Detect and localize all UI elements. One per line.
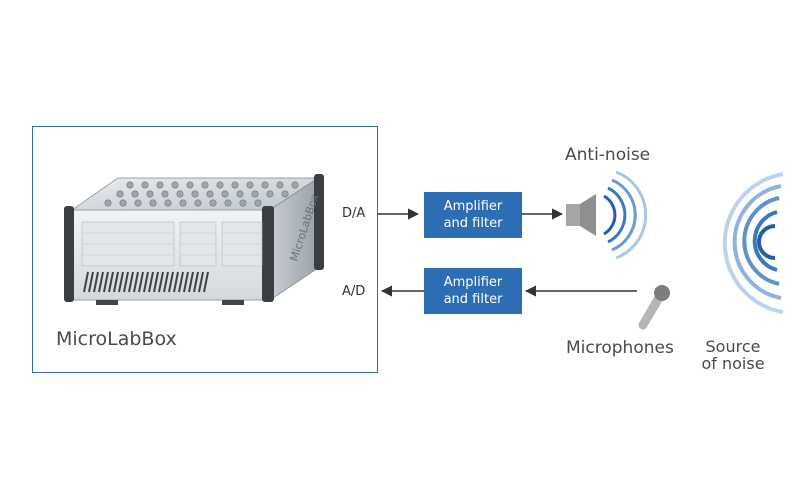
anti-noise-label: Anti-noise	[565, 145, 651, 165]
microlabbox-frame	[32, 126, 378, 373]
block-line-1: Amplifier	[443, 199, 503, 214]
anti-noise-waves-icon	[603, 170, 648, 260]
source-of-noise-label: Source of noise	[688, 338, 778, 372]
microphones-label: Microphones	[566, 338, 674, 358]
block-line-2: and filter	[443, 292, 503, 307]
source-label-line-2: of noise	[701, 354, 765, 373]
amplifier-filter-input-block: Amplifier and filter	[424, 268, 522, 314]
block-line-1: Amplifier	[443, 275, 503, 290]
amplifier-filter-output-block: Amplifier and filter	[424, 192, 522, 238]
microphone-icon	[638, 285, 670, 330]
da-label: D/A	[342, 206, 366, 221]
source-label-line-1: Source	[705, 337, 761, 356]
speaker-icon	[566, 194, 596, 236]
noise-source-waves-icon	[722, 172, 784, 314]
block-line-2: and filter	[443, 216, 503, 231]
device-name-label: MicroLabBox	[56, 328, 177, 350]
ad-label: A/D	[342, 284, 366, 299]
microlabbox-device: MicroLabBox	[64, 174, 324, 305]
